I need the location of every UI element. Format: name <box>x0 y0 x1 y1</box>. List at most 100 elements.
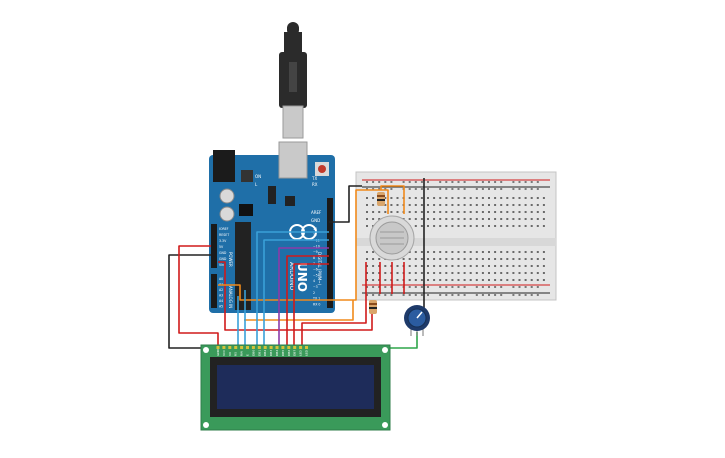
wire-red-lcd-3[interactable] <box>293 263 329 348</box>
lcd-pin-label: GND <box>216 348 220 356</box>
pin-label: Vin <box>219 263 224 267</box>
pin-label: GND <box>219 257 227 261</box>
digital-header[interactable] <box>327 198 333 308</box>
lcd-pin[interactable] <box>269 346 273 349</box>
wire-orange-top[interactable] <box>380 185 405 214</box>
lcd-pin-label: LED <box>299 349 303 356</box>
breadboard-holes[interactable] <box>366 181 545 296</box>
lcd-pin-label: RS <box>234 352 238 356</box>
wires[interactable] <box>168 178 425 349</box>
pin-label: 12 <box>313 233 317 237</box>
pin-label: 3.3V <box>219 239 227 243</box>
l-label: L <box>255 182 258 187</box>
tx-label: TX <box>311 176 317 181</box>
pin-label: 13 <box>313 227 317 231</box>
potentiometer[interactable] <box>404 305 430 336</box>
wire-red-lcd-2[interactable] <box>286 255 329 348</box>
lcd-pin[interactable] <box>234 346 238 349</box>
wire-orange-bb[interactable] <box>244 300 354 321</box>
lcd-pin-label: DB1 <box>257 350 261 356</box>
pin-label: A3 <box>219 294 223 298</box>
pin-label: 5V <box>219 245 224 249</box>
digital-label: DIGITAL (PWM~) <box>317 252 322 286</box>
arduino-uno-board[interactable]: ARDUINO UNO AREF GND DIGITAL (PWM~) ANAL… <box>209 141 335 313</box>
lcd-screen <box>217 365 374 409</box>
pin-label: ~9 <box>313 250 318 254</box>
pin-label: RESET <box>219 233 229 237</box>
wire-red-led[interactable] <box>301 262 367 348</box>
wire-5v-lcd[interactable] <box>178 245 219 348</box>
lcd-pin[interactable] <box>216 346 220 349</box>
wire-5v-breadboard[interactable] <box>218 261 373 331</box>
wire-purple[interactable] <box>278 247 329 348</box>
wire-gnd-bb[interactable] <box>329 185 362 223</box>
lcd-pin-label: E <box>246 354 250 356</box>
lcd-pin[interactable] <box>275 346 279 349</box>
pin-label: A5 <box>219 305 223 309</box>
lcd-pin[interactable] <box>293 346 297 349</box>
atmega-chip <box>235 222 251 310</box>
wire-blue-2[interactable] <box>263 239 329 348</box>
lcd-pin-label: DB2 <box>263 350 267 356</box>
lcd-pin[interactable] <box>257 346 261 349</box>
arduino-model: UNO <box>295 262 309 292</box>
lcd-pin[interactable] <box>228 346 232 349</box>
lcd-pin[interactable] <box>281 346 285 349</box>
lcd-pin-label: DB6 <box>287 350 291 356</box>
pin-label: RX 0 <box>313 302 320 306</box>
rx-label: RX <box>312 182 318 187</box>
wire-green-pot[interactable] <box>378 332 418 349</box>
lcd-pin[interactable] <box>263 346 267 349</box>
lcd-pin[interactable] <box>240 346 244 349</box>
wire-blue-1[interactable] <box>256 231 329 348</box>
pin-label: GND <box>219 251 227 255</box>
aref-label: AREF <box>311 210 322 215</box>
pin-label: 2 <box>313 291 315 295</box>
lcd-pin[interactable] <box>251 346 255 349</box>
pin-label: 4 <box>313 279 315 283</box>
pin-label: A0 <box>219 277 223 281</box>
lcd-pin-label: DB3 <box>269 350 273 356</box>
lcd-pin[interactable] <box>305 346 308 349</box>
pin-label: ~10 <box>313 244 320 248</box>
lcd-pin-label: DB4 <box>275 350 279 356</box>
resistor-top[interactable] <box>377 192 385 206</box>
lcd-pin[interactable] <box>246 346 249 349</box>
power-label: POWER <box>228 252 233 267</box>
lcd-pin[interactable] <box>287 346 291 349</box>
pin-label: ~5 <box>313 273 318 277</box>
lcd-pin-label: LED <box>305 349 309 356</box>
gas-sensor[interactable] <box>369 215 415 261</box>
lcd-pin-label: VCC <box>222 350 226 356</box>
usb-port <box>278 141 308 179</box>
power-jack <box>213 150 235 182</box>
resistor-bottom[interactable] <box>369 300 377 314</box>
wire-a0-sensor[interactable] <box>218 189 389 301</box>
lcd-pin-label: RW <box>240 351 244 356</box>
gnd-label: GND <box>311 218 320 223</box>
pin-label: A4 <box>219 299 223 303</box>
arduino-brand: ARDUINO <box>288 262 295 291</box>
analog-header[interactable] <box>211 274 217 308</box>
lcd-pin-label: V0 <box>228 352 232 356</box>
pin-label: ~6 <box>313 268 318 272</box>
lcd-pin-label: DB5 <box>281 350 285 356</box>
lcd-pin[interactable] <box>222 346 226 349</box>
pin-label: A2 <box>219 288 223 292</box>
pin-label: IOREF <box>219 227 229 231</box>
power-pin-labels: IOREF RESET 3.3V 5V GND GND Vin <box>219 227 229 267</box>
usb-cable[interactable] <box>279 22 307 139</box>
analog-label: ANALOG IN <box>228 286 233 308</box>
lcd-pin[interactable] <box>299 346 303 349</box>
lcd-pin-label: DB0 <box>251 350 255 356</box>
pin-label: ~3 <box>313 285 318 289</box>
pin-label: 8 <box>313 256 315 260</box>
pin-label: TX 1 <box>312 297 320 301</box>
on-label: ON <box>255 174 261 179</box>
power-header[interactable] <box>211 224 217 268</box>
wire-gnd-lcd[interactable] <box>168 254 211 349</box>
